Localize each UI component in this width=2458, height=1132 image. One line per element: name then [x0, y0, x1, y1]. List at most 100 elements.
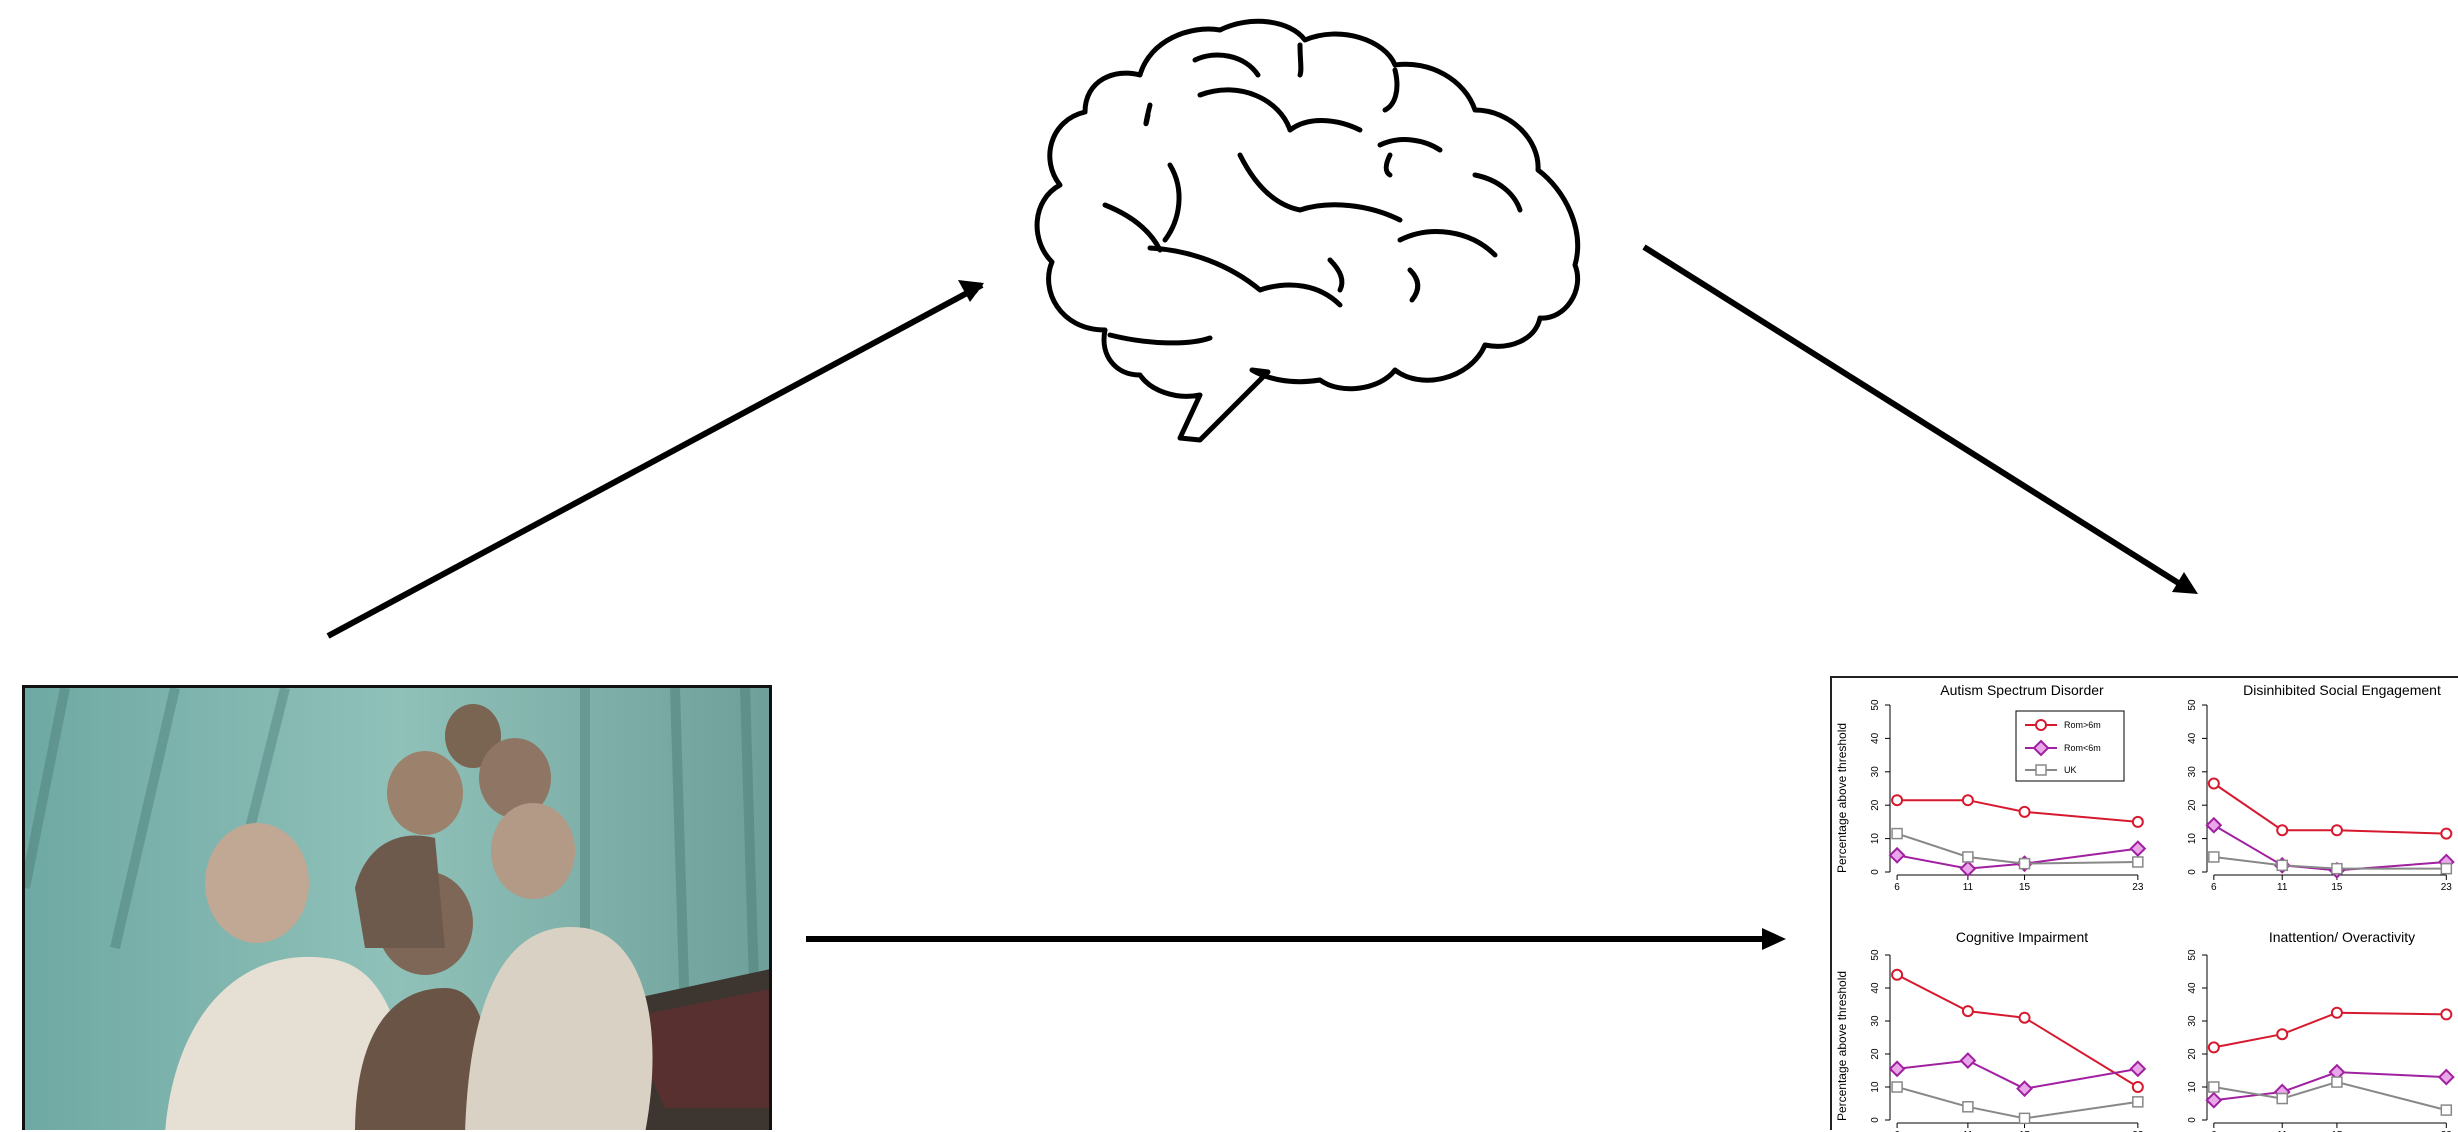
series-line [2213, 1071, 2447, 1102]
data-point [2205, 816, 2223, 834]
legend-label: Rom<6m [2064, 743, 2101, 753]
data-point [2131, 815, 2144, 828]
y-tick-label: 10 [2187, 1081, 2198, 1093]
x-tick-label: 15 [2331, 882, 2343, 893]
data-point [1959, 1052, 1977, 1070]
y-tick-label: 30 [1870, 1015, 1881, 1027]
data-point [2132, 1096, 2144, 1108]
series-line [1896, 1059, 2139, 1090]
y-tick-label: 30 [1870, 766, 1881, 778]
legend-label: Rom>6m [2064, 720, 2101, 730]
data-point [2018, 1011, 2031, 1024]
y-tick-label: 20 [2187, 799, 2198, 811]
series-line [1896, 832, 2138, 865]
y-axis-label: Percentage above threshold [1835, 971, 1849, 1121]
y-tick-label: 10 [2187, 833, 2198, 845]
arrowhead-right [1762, 928, 1786, 950]
x-tick-label: 6 [2211, 882, 2217, 893]
brain-icon [1034, 18, 1581, 443]
series-line [1896, 1086, 2138, 1120]
data-point [2018, 1112, 2031, 1125]
legend-marker [2035, 719, 2047, 731]
data-point [2016, 1080, 2033, 1098]
data-point [2440, 1104, 2453, 1116]
subplot-cognitive: Cognitive Impairment Percentage above th… [1835, 929, 2088, 1121]
data-point [1962, 851, 1974, 863]
data-point [1891, 968, 1904, 981]
arrow-brain-to-chart [1642, 244, 2182, 587]
series-line [2213, 1011, 2447, 1049]
data-point [1888, 846, 1906, 864]
y-tick-label: 0 [1870, 869, 1881, 875]
data-point [2437, 1068, 2455, 1086]
x-tick-label: 11 [1963, 882, 1974, 893]
data-point [2276, 859, 2288, 872]
y-tick-label: 20 [1870, 1048, 1881, 1060]
data-point [2330, 1006, 2343, 1019]
data-point [2208, 1081, 2220, 1093]
y-tick-label: 10 [1870, 1081, 1881, 1093]
y-tick-label: 40 [1870, 982, 1881, 994]
y-tick-label: 0 [1870, 1117, 1881, 1123]
data-point [2129, 1060, 2147, 1078]
y-axis-label: Percentage above threshold [1835, 723, 1849, 873]
data-point [2330, 824, 2343, 837]
y-tick-label: 50 [1870, 949, 1881, 961]
y-tick-label: 10 [1870, 833, 1881, 845]
arrowhead-brain [958, 280, 984, 302]
y-tick-label: 0 [2187, 869, 2198, 875]
y-tick-label: 50 [2187, 949, 2198, 961]
data-point [1959, 860, 1977, 878]
orphanage-children-photo [22, 685, 772, 1130]
subplot-title: Cognitive Impairment [1956, 929, 2088, 945]
data-point [1888, 1060, 1906, 1078]
series-line [1896, 973, 2139, 1088]
data-point [2208, 851, 2220, 863]
data-point [2276, 824, 2289, 837]
subplot-title: Autism Spectrum Disorder [1940, 682, 2104, 698]
data-point [2331, 862, 2343, 875]
legend-label: UK [2064, 765, 2077, 775]
x-tick-label: 11 [2277, 882, 2288, 893]
data-point [2440, 1008, 2453, 1021]
legend-marker [2035, 764, 2047, 776]
data-point [2132, 856, 2144, 868]
data-point [2440, 827, 2453, 840]
subplot-title: Disinhibited Social Engagement [2243, 682, 2441, 698]
data-point [2205, 1091, 2223, 1109]
y-tick-label: 40 [2187, 982, 2198, 994]
data-point [2331, 1076, 2343, 1088]
y-tick-label: 50 [1870, 699, 1881, 711]
data-point [1961, 794, 1974, 807]
data-point [2131, 1081, 2144, 1093]
data-point [2129, 840, 2147, 858]
data-point [1891, 794, 1904, 807]
data-point [1961, 1005, 1974, 1018]
series-line [1897, 799, 2138, 823]
y-tick-label: 20 [1870, 799, 1881, 811]
y-tick-label: 0 [2187, 1117, 2198, 1123]
data-point [2018, 857, 2031, 870]
data-point [1891, 1081, 1903, 1093]
outcome-chart-panel: Autism Spectrum Disorder Percentage abov… [1830, 676, 2458, 1132]
series-line [1896, 847, 2138, 870]
subplot-title: Inattention/ Overactivity [2269, 929, 2415, 945]
y-tick-label: 20 [2187, 1048, 2198, 1060]
x-tick-label: 6 [1894, 882, 1900, 893]
legend-marker [2032, 739, 2050, 757]
x-tick-label: 23 [2132, 882, 2144, 893]
series-line [2213, 782, 2447, 835]
y-tick-label: 30 [2187, 766, 2198, 778]
data-point [2276, 1092, 2288, 1105]
data-point [2276, 1028, 2289, 1041]
data-point [2018, 805, 2031, 818]
y-tick-label: 40 [1870, 732, 1881, 744]
x-tick-label: 23 [2441, 882, 2453, 893]
data-point [2207, 777, 2220, 790]
arrow-photo-to-brain [326, 282, 984, 639]
data-point [1962, 1101, 1974, 1113]
subplot-autism: Autism Spectrum Disorder Percentage abov… [1835, 682, 2125, 873]
data-point [2207, 1041, 2220, 1054]
series-line [2213, 855, 2447, 870]
